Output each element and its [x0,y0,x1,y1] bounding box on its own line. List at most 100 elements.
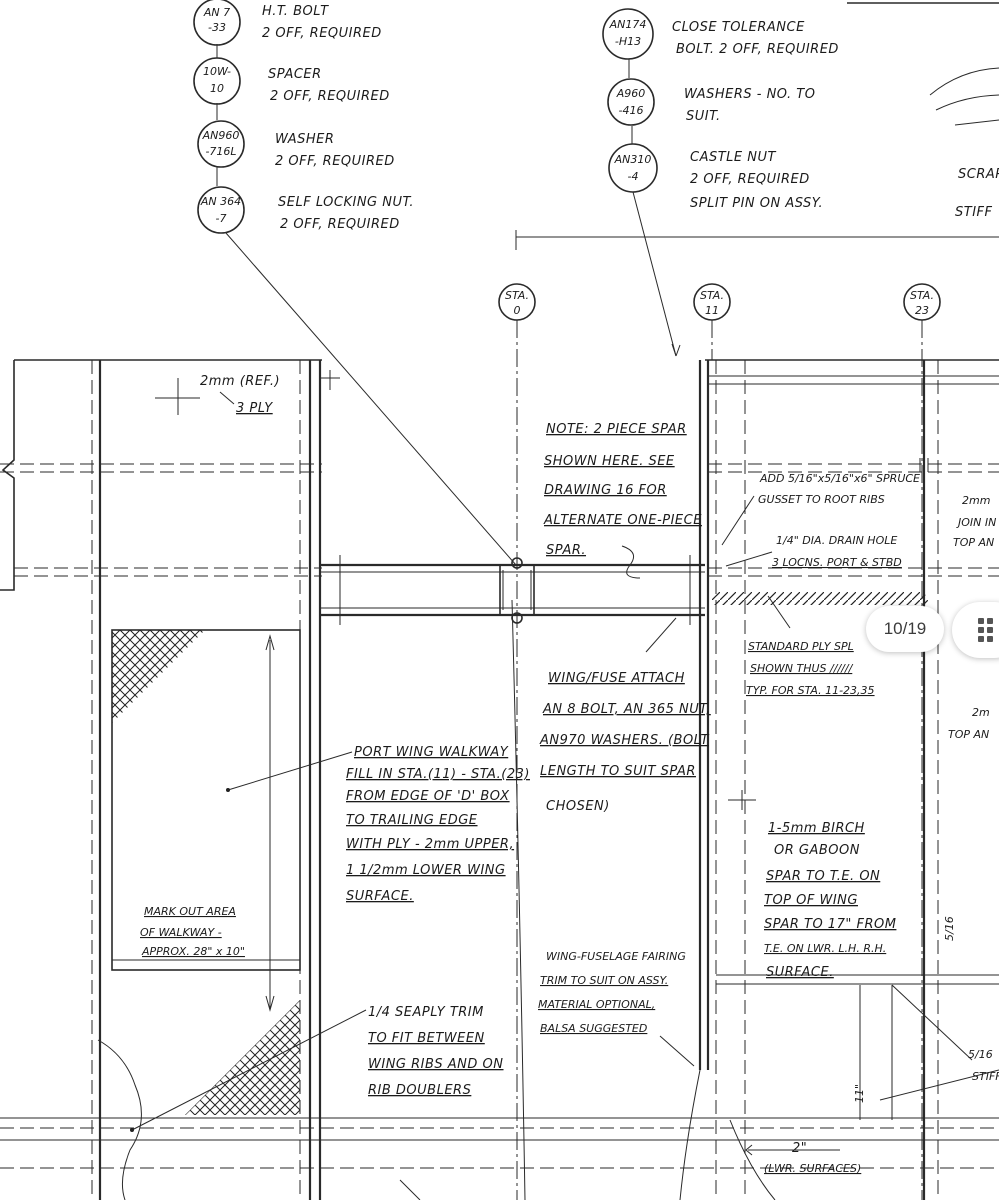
walkway-hatch-bottom [185,1000,300,1115]
part-bubble-an174: AN174 -H13 CLOSE TOLERANCE BOLT. 2 OFF, … [602,8,839,60]
part-bubble-a960: A960 -416 WASHERS - NO. TO SUIT. [607,78,815,126]
part-desc-an960: WASHER [275,132,334,147]
grid-dots-icon [978,618,998,642]
part-code-10w-line2: 10 [210,82,224,95]
part-code-an364-line2: -7 [216,212,227,225]
svg-text:STA.: STA. [505,289,529,302]
part-desc-an310: CASTLE NUT [690,150,776,165]
ref-ply-label: 3 PLY [236,401,273,416]
gusset-note-1: ADD 5/16"x5/16"x6" SPRUCE [759,472,920,485]
svg-text:TO TRAILING EDGE: TO TRAILING EDGE [346,813,478,828]
spar-assembly [320,555,705,625]
part-qty-an364: 2 OFF, REQUIRED [280,217,400,232]
part-code-a960-line2: -416 [619,104,644,117]
part-bubble-an960: AN960 -716L WASHER 2 OFF, REQUIRED [197,120,395,169]
part-desc-an7: H.T. BOLT [262,4,329,19]
scrap-label: SCRAP [958,167,999,182]
dim-eleven: 11" [853,1084,866,1103]
dim-two: 2" [792,1141,807,1156]
spar-note: NOTE: 2 PIECE SPAR SHOWN HERE. SEE DRAWI… [543,422,702,579]
svg-text:1/4 SEAPLY TRIM: 1/4 SEAPLY TRIM [368,1005,484,1020]
svg-text:STA.: STA. [700,289,724,302]
fairing-note: WING-FUSELAGE FAIRING TRIM TO SUIT ON AS… [538,950,695,1067]
svg-text:SURFACE.: SURFACE. [346,889,414,904]
svg-text:WITH PLY - 2mm UPPER,: WITH PLY - 2mm UPPER, [346,837,514,852]
svg-text:WING RIBS AND ON: WING RIBS AND ON [368,1057,504,1072]
dim-stiff-bottom-1: 5/16 [968,1048,993,1061]
part-code-an7-line2: -33 [208,21,226,34]
svg-text:1-5mm BIRCH: 1-5mm BIRCH [768,821,865,836]
standard-ply-3: TYP. FOR STA. 11-23,35 [746,684,875,697]
parts-list-left: AN 7 -33 H.T. BOLT 2 OFF, REQUIRED 10W- … [193,0,517,566]
part-note-an310: SPLIT PIN ON ASSY. [690,196,823,211]
svg-text:AN 8 BOLT, AN 365 NUT,: AN 8 BOLT, AN 365 NUT, [542,702,711,717]
standard-ply-splice-hatch [712,592,930,605]
svg-text:WING-FUSELAGE FAIRING: WING-FUSELAGE FAIRING [546,950,686,963]
svg-text:MARK OUT AREA: MARK OUT AREA [144,905,236,918]
svg-text:MATERIAL OPTIONAL,: MATERIAL OPTIONAL, [538,998,655,1011]
svg-text:WING/FUSE ATTACH: WING/FUSE ATTACH [548,671,685,686]
part-code-an960-line2: -716L [205,145,236,158]
svg-text:STA.: STA. [910,289,934,302]
part-qty-an960: 2 OFF, REQUIRED [275,154,395,169]
station-markers: STA. 0 STA. 11 STA. 23 [498,283,941,1200]
svg-text:RIB DOUBLERS: RIB DOUBLERS [368,1083,471,1098]
part-desc-an364: SELF LOCKING NUT. [278,195,414,210]
svg-text:0: 0 [514,304,521,317]
svg-text:TRIM TO SUIT ON ASSY.: TRIM TO SUIT ON ASSY. [540,974,668,987]
station-11: STA. 11 [693,283,731,321]
svg-text:NOTE: 2 PIECE SPAR: NOTE: 2 PIECE SPAR [546,422,687,437]
part-qty-an310: 2 OFF, REQUIRED [690,172,810,187]
part-code-an310-line1: AN310 [614,153,652,166]
part-desc-10w: SPACER [268,67,322,82]
svg-text:SPAR.: SPAR. [546,543,586,558]
svg-text:FILL IN STA.(11) - STA.(23): FILL IN STA.(11) - STA.(23) [346,767,530,782]
svg-text:OF WALKWAY -: OF WALKWAY - [140,926,222,939]
dim-stiff-bottom-2: STIFF [972,1070,999,1083]
dim-five-sixteenths: 5/16 [943,916,956,941]
right-edge-2m: 2m [972,706,990,719]
part-bubble-10w: 10W- 10 SPACER 2 OFF, REQUIRED [193,57,390,105]
part-qty-an7: 2 OFF, REQUIRED [262,26,382,41]
svg-text:1 1/2mm LOWER WING: 1 1/2mm LOWER WING [346,863,506,878]
walkway-hatch-top [112,630,205,723]
part-qty-an174: BOLT. 2 OFF, REQUIRED [676,42,839,57]
parts-list-right: AN174 -H13 CLOSE TOLERANCE BOLT. 2 OFF, … [602,8,839,357]
birch-note: 1-5mm BIRCH OR GABOON SPAR TO T.E. ON TO… [728,790,896,980]
svg-text:AN970 WASHERS. (BOLT: AN970 WASHERS. (BOLT [539,733,710,748]
walkway-note: PORT WING WALKWAY FILL IN STA.(11) - STA… [226,745,530,904]
svg-text:OR GABOON: OR GABOON [774,843,860,858]
part-code-an174-line1: AN174 [609,18,647,31]
svg-text:APPROX. 28" x 10": APPROX. 28" x 10" [141,945,245,958]
part-bubble-an310: AN310 -4 CASTLE NUT 2 OFF, REQUIRED SPLI… [608,143,823,211]
svg-text:SHOWN HERE. SEE: SHOWN HERE. SEE [544,454,675,469]
svg-text:TO FIT BETWEEN: TO FIT BETWEEN [368,1031,485,1046]
drain-note-1: 1/4" DIA. DRAIN HOLE [776,534,897,547]
seaply-note: 1/4 SEAPLY TRIM TO FIT BETWEEN WING RIBS… [130,1005,504,1132]
right-edge-join: JOIN IN [956,516,996,529]
svg-text:11: 11 [705,304,719,317]
svg-text:DRAWING 16 FOR: DRAWING 16 FOR [544,483,667,498]
part-code-10w-line1: 10W- [203,65,231,78]
page-indicator: 10/19 [866,606,944,652]
more-options-button[interactable] [952,602,999,658]
part-bubble-an364: AN 364 -7 SELF LOCKING NUT. 2 OFF, REQUI… [197,186,414,234]
svg-text:CHOSEN): CHOSEN) [546,799,610,814]
part-qty-10w: 2 OFF, REQUIRED [270,89,390,104]
svg-text:BALSA SUGGESTED: BALSA SUGGESTED [540,1022,647,1035]
part-desc-a960: WASHERS - NO. TO [684,87,815,102]
part-code-a960-line1: A960 [616,87,646,100]
svg-text:ALTERNATE ONE-PIECE: ALTERNATE ONE-PIECE [543,513,702,528]
svg-text:SPAR TO T.E. ON: SPAR TO T.E. ON [766,869,880,884]
fuselage-side-left [0,359,999,1200]
svg-text:SPAR TO 17" FROM: SPAR TO 17" FROM [764,917,896,932]
right-edge-top: TOP AN [953,536,994,549]
ref-ply-size: 2mm (REF.) [200,374,280,389]
station-23: STA. 23 [903,283,941,321]
gusset-note-2: GUSSET TO ROOT RIBS [758,493,885,506]
part-code-an310-line2: -4 [628,170,639,183]
station-0: STA. 0 [498,283,536,321]
standard-ply-2: SHOWN THUS ////// [750,662,854,675]
stiff-label: STIFF [955,205,993,220]
